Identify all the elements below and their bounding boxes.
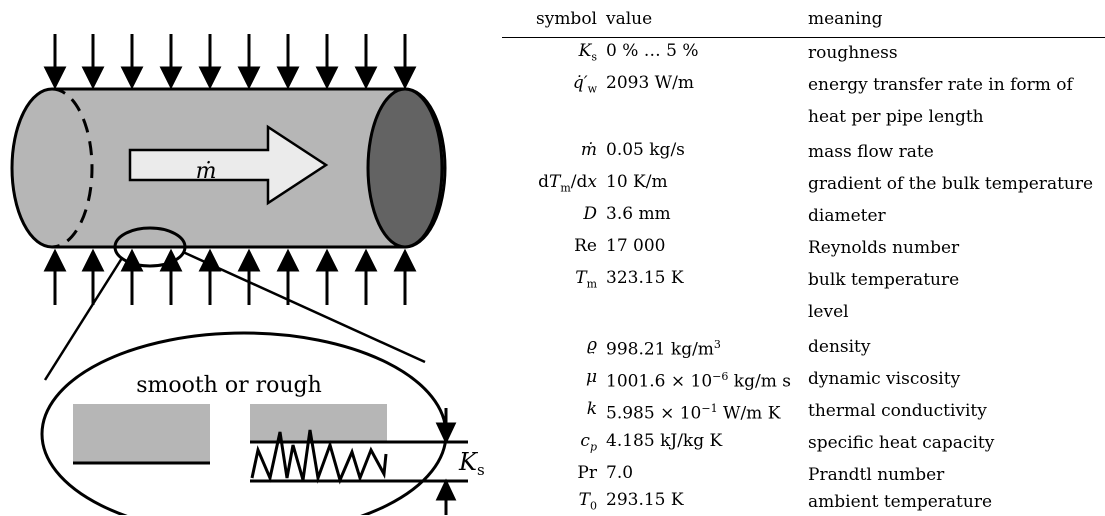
symbol-viscosity: μ: [585, 367, 597, 387]
symbol-heat-capacity: cp: [580, 431, 597, 454]
meaning-prandtl: Prandtl number: [808, 465, 945, 485]
top-arrow-6: [237, 34, 261, 90]
value-gradient: 10 K/m: [606, 172, 668, 192]
bottom-heat-arrows: [43, 248, 417, 305]
meaning-gradient: gradient of the bulk temperature: [808, 174, 1094, 194]
meaning-reynolds: Reynolds number: [808, 238, 960, 258]
value-reynolds: 17 000: [606, 236, 666, 256]
rough-wall-profile: [250, 429, 388, 485]
symbol-mass-flow: ṁ: [580, 140, 597, 160]
value-conductivity: 5.985 × 10−1 W/m K: [606, 402, 781, 424]
meaning-bulk-temp: bulk temperature: [808, 270, 960, 290]
value-viscosity: 1001.6 × 10−6 kg/m s: [606, 370, 791, 392]
parameter-table: symbol value meaning Ks 0 % … 5 % roughn…: [500, 0, 1105, 515]
rough-wall-sample: [250, 404, 387, 442]
value-mass-flow: 0.05 kg/s: [606, 140, 685, 160]
top-arrow-10: [393, 34, 417, 90]
zoom-label: smooth or rough: [136, 373, 322, 398]
meaning-heat-rate-cont: heat per pipe length: [808, 107, 984, 127]
bottom-arrow-6: [237, 248, 261, 305]
meaning-bulk-temp-cont: level: [808, 302, 849, 322]
bottom-arrow-8: [315, 248, 339, 305]
bottom-arrow-5: [198, 248, 222, 305]
pipe-outlet-face: [366, 87, 444, 249]
meaning-density: density: [808, 337, 871, 357]
top-arrow-5: [198, 34, 222, 90]
header-rule: [502, 37, 1105, 39]
top-arrow-7: [276, 34, 300, 90]
bottom-arrow-2: [81, 248, 105, 305]
pipe-inlet-hidden-edge: [51, 87, 94, 249]
value-prandtl: 7.0: [606, 463, 634, 483]
flow-label: ṁ: [196, 159, 217, 184]
bottom-arrow-10: [393, 248, 417, 305]
value-heat-rate: 2093 W/m: [606, 73, 694, 93]
bottom-arrow-9: [354, 248, 378, 305]
zoom-line-left: [43, 257, 124, 381]
smooth-wall-sample: [73, 404, 210, 462]
meaning-roughness: roughness: [808, 43, 898, 63]
symbol-prandtl: Pr: [577, 463, 597, 483]
header-meaning: meaning: [808, 9, 883, 29]
symbol-conductivity: k: [586, 399, 597, 419]
top-arrow-8: [315, 34, 339, 90]
pipe-diagram: ṁ smooth or rough Ks: [10, 34, 485, 515]
symbol-diameter: D: [583, 204, 597, 224]
top-heat-arrows: [43, 34, 417, 90]
symbol-roughness: Ks: [578, 41, 597, 64]
symbol-bulk-temp: Tm: [575, 268, 597, 291]
roughness-dimension: [435, 408, 457, 515]
meaning-heat-rate: energy transfer rate in form of: [808, 75, 1073, 95]
top-arrow-3: [120, 34, 144, 90]
meaning-diameter: diameter: [808, 206, 886, 226]
symbol-gradient: dTm/dx: [538, 172, 597, 195]
symbol-ambient-temp: T0: [578, 490, 597, 513]
value-ambient-temp: 293.15 K: [606, 490, 684, 510]
meaning-viscosity: dynamic viscosity: [808, 369, 961, 389]
meaning-heat-capacity: specific heat capacity: [808, 433, 995, 453]
zoom-highlight-ellipse: [113, 226, 187, 268]
meaning-mass-flow: mass flow rate: [808, 142, 934, 162]
value-diameter: 3.6 mm: [606, 204, 671, 224]
symbol-density: ϱ: [587, 335, 597, 355]
symbol-reynolds: Re: [574, 236, 597, 256]
bottom-arrow-1: [43, 248, 67, 305]
zoom-detail: smooth or rough Ks: [40, 331, 485, 515]
header-value: value: [606, 9, 653, 29]
roughness-label: Ks: [458, 448, 485, 479]
meaning-ambient-temp: ambient temperature: [808, 492, 993, 512]
flow-arrow: ṁ: [128, 124, 329, 206]
zoom-line-right: [182, 250, 426, 364]
top-arrow-4: [159, 34, 183, 90]
symbol-heat-rate: q̇′w: [572, 73, 597, 96]
value-density: 998.21 kg/m3: [606, 338, 721, 360]
header-symbol: symbol: [535, 9, 597, 29]
meaning-conductivity: thermal conductivity: [808, 401, 987, 421]
top-arrow-2: [81, 34, 105, 90]
value-heat-capacity: 4.185 kJ/kg K: [606, 431, 723, 451]
top-arrow-9: [354, 34, 378, 90]
value-bulk-temp: 323.15 K: [606, 268, 684, 288]
value-roughness: 0 % … 5 %: [606, 41, 699, 61]
top-arrow-1: [43, 34, 67, 90]
